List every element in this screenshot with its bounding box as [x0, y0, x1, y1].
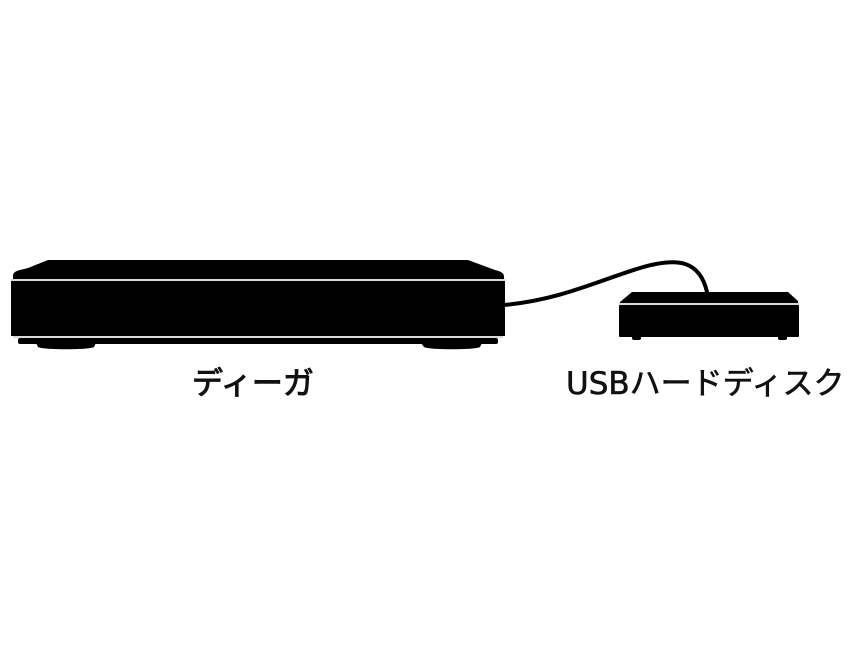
usb-cable: [502, 260, 709, 307]
usb-hdd-label: USBハードディスク: [566, 366, 845, 402]
recorder-device-icon: [11, 260, 505, 350]
usb-hdd-device-icon: [619, 292, 799, 340]
recorder-label: ディーガ: [192, 366, 314, 402]
